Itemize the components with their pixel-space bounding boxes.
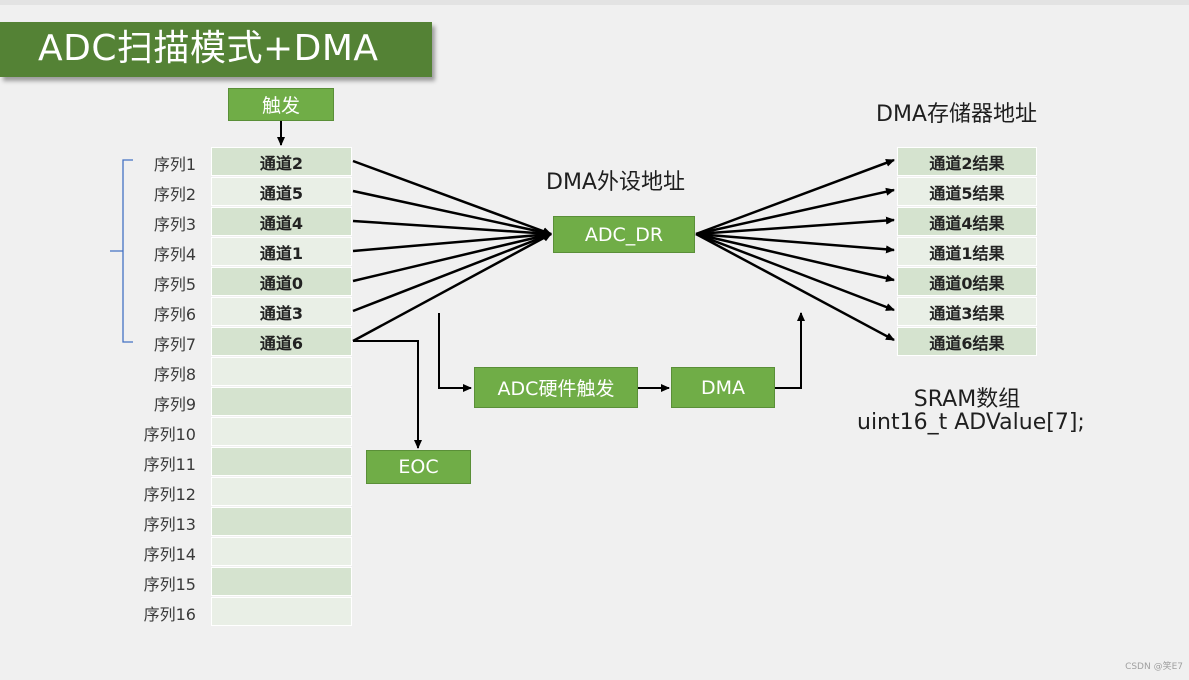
sequence-label: 序列13 <box>143 515 196 534</box>
sequence-label: 序列5 <box>153 275 196 294</box>
eoc-label: EOC <box>398 456 439 478</box>
sequence-label: 序列15 <box>143 575 196 594</box>
fan-out-line <box>695 232 895 283</box>
dma-to-dr-arrow <box>775 312 805 389</box>
adc-hardware-trigger-box: ADC硬件触发 <box>474 367 638 408</box>
fan-in-line <box>352 189 552 237</box>
adc-hardware-trigger-label: ADC硬件触发 <box>497 378 615 400</box>
sequence-cell: 通道5 <box>211 177 352 206</box>
fan-in-line <box>352 231 552 283</box>
sram-array-label: SRAM数组 <box>913 387 1021 412</box>
fan-out-line <box>695 158 895 236</box>
result-cell: 通道2结果 <box>897 147 1037 176</box>
result-cell: 通道6结果 <box>897 327 1037 356</box>
eoc-arrow <box>353 340 422 449</box>
sequence-cell <box>211 537 352 566</box>
sequence-cell: 通道1 <box>211 237 352 266</box>
adc-dr-box: ADC_DR <box>553 216 695 253</box>
sequence-label: 序列6 <box>153 305 196 324</box>
hw-trigger-arrow <box>438 313 472 392</box>
sequence-cell <box>211 507 352 536</box>
fan-out-line <box>695 232 895 342</box>
sequence-cell <box>211 477 352 506</box>
trigger-box: 触发 <box>228 88 334 121</box>
sequence-cell <box>211 417 352 446</box>
sequence-label: 序列16 <box>143 605 196 624</box>
fan-in-line <box>352 232 552 313</box>
title-banner: ADC扫描模式+DMA <box>0 22 432 77</box>
sequence-cell <box>211 357 352 386</box>
page-title: ADC扫描模式+DMA <box>38 28 379 69</box>
sequence-label: 序列14 <box>143 545 196 564</box>
trigger-label: 触发 <box>261 95 300 117</box>
sequence-cell: 通道6 <box>211 327 352 356</box>
fan-out-line <box>695 187 895 236</box>
sequence-cell: 通道2 <box>211 147 352 176</box>
fan-out-line <box>695 232 895 254</box>
sequence-cell <box>211 567 352 596</box>
sequence-cell: 通道4 <box>211 207 352 236</box>
sequence-label: 序列9 <box>153 395 196 414</box>
result-cell: 通道0结果 <box>897 267 1037 296</box>
dma-peripheral-address-label: DMA外设地址 <box>546 170 685 195</box>
sequence-cell <box>211 447 352 476</box>
sequence-label: 序列11 <box>143 455 196 474</box>
sequence-bracket <box>110 159 133 343</box>
dma-memory-address-label: DMA存储器地址 <box>876 102 1037 127</box>
sequence-cell <box>211 597 352 626</box>
result-cell: 通道5结果 <box>897 177 1037 206</box>
result-cell: 通道3结果 <box>897 297 1037 326</box>
top-border <box>0 0 1189 5</box>
fan-in-line <box>352 159 552 236</box>
sequence-label: 序列7 <box>153 335 196 354</box>
sequence-label: 序列8 <box>153 365 196 384</box>
fan-out-line <box>695 216 895 236</box>
eoc-box: EOC <box>366 450 471 484</box>
sequence-label: 序列1 <box>153 155 196 174</box>
sequence-label: 序列2 <box>153 185 196 204</box>
result-cell: 通道1结果 <box>897 237 1037 266</box>
sequence-cell: 通道0 <box>211 267 352 296</box>
fan-out-line <box>695 232 895 312</box>
sequence-label: 序列12 <box>143 485 196 504</box>
fan-in-line <box>352 232 552 343</box>
dma-label: DMA <box>700 376 746 399</box>
sequence-label: 序列3 <box>153 215 196 234</box>
fan-in-line <box>352 219 552 238</box>
fan-in-line <box>352 230 552 253</box>
dma-box: DMA <box>671 367 775 408</box>
adc-dr-label: ADC_DR <box>584 223 664 246</box>
sequence-label: 序列4 <box>153 245 196 264</box>
sequence-label: 序列10 <box>143 425 196 444</box>
watermark: CSDN @笑E7 <box>1125 662 1183 672</box>
result-cell: 通道4结果 <box>897 207 1037 236</box>
sequence-cell <box>211 387 352 416</box>
sequence-cell: 通道3 <box>211 297 352 326</box>
sram-array-declaration: uint16_t ADValue[7]; <box>857 410 1085 435</box>
